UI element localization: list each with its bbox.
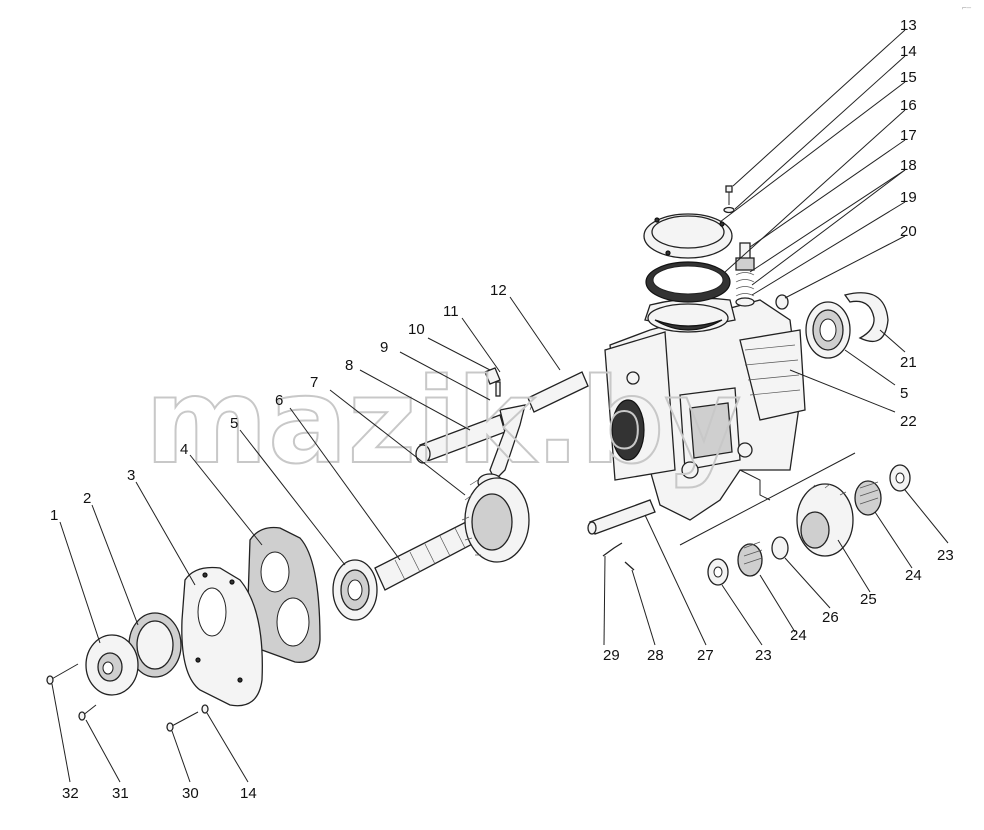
- callout-30: 30: [182, 785, 199, 802]
- side-gasket: [246, 526, 321, 663]
- callout-17: 17: [900, 127, 917, 144]
- callout-12: 12: [490, 282, 507, 299]
- plug: [775, 294, 789, 310]
- callout-32: 32: [62, 785, 79, 802]
- callout-14-bottom: 14: [240, 785, 257, 802]
- top-gasket: [645, 261, 731, 303]
- callout-26: 26: [822, 609, 839, 626]
- flange: [85, 634, 139, 696]
- callout-25: 25: [860, 591, 877, 608]
- callout-19: 19: [900, 189, 917, 206]
- callout-23-left: 23: [755, 647, 772, 664]
- callout-3: 3: [127, 467, 135, 484]
- callout-16: 16: [900, 97, 917, 114]
- callout-28: 28: [647, 647, 664, 664]
- leader-lines: [51, 29, 949, 783]
- corner-mark: ⌐‒: [962, 3, 972, 12]
- callout-5-right: 5: [900, 385, 908, 402]
- callout-1: 1: [50, 507, 58, 524]
- callout-15: 15: [900, 69, 917, 86]
- pin-and-lock: [484, 367, 501, 397]
- callout-18: 18: [900, 157, 917, 174]
- callout-8: 8: [345, 357, 353, 374]
- thrust-washer-left: [707, 558, 729, 586]
- needle-bearing-right: [854, 480, 882, 516]
- thrust-washer-right: [889, 464, 911, 492]
- callout-11: 11: [443, 303, 459, 320]
- callout-29: 29: [603, 647, 620, 664]
- needle-bearing-left: [737, 541, 763, 577]
- callout-7: 7: [310, 374, 318, 391]
- callout-5-left: 5: [230, 415, 238, 432]
- callout-24-right: 24: [905, 567, 922, 584]
- bolt-31: [78, 704, 97, 721]
- callout-31: 31: [112, 785, 129, 802]
- snap-ring: [843, 292, 889, 343]
- callout-9: 9: [380, 339, 388, 356]
- callout-10: 10: [408, 321, 425, 338]
- callout-27: 27: [697, 647, 714, 664]
- idler-axis-line: [679, 452, 856, 546]
- callout-labels: 13 14 15 16 17 18 19 20 21 5 22 12 11 10…: [50, 17, 954, 802]
- spur-gear: [461, 477, 530, 563]
- washer-14-bottom: [201, 704, 209, 714]
- callout-23-right: 23: [937, 547, 954, 564]
- side-cover: [181, 566, 263, 707]
- callout-6: 6: [275, 392, 283, 409]
- bolt-32: [46, 663, 79, 685]
- idler-gear: [796, 483, 854, 557]
- idler-key: [602, 542, 635, 571]
- callout-24-left: 24: [790, 627, 807, 644]
- callout-4: 4: [180, 441, 188, 458]
- bolt-30: [166, 711, 199, 732]
- splined-shaft: [374, 519, 481, 591]
- right-bearing: [805, 301, 851, 359]
- watermark: mazik.by: [145, 352, 741, 490]
- oil-seal: [128, 612, 182, 678]
- breather-valve: [735, 242, 755, 307]
- cover-bolt: [723, 185, 735, 214]
- idler-pin: [587, 499, 656, 535]
- callout-22: 22: [900, 413, 917, 430]
- spring: [527, 371, 589, 413]
- left-bearing: [332, 559, 378, 621]
- callout-14: 14: [900, 43, 917, 60]
- callout-2: 2: [83, 490, 91, 507]
- callout-21: 21: [900, 354, 917, 371]
- callout-20: 20: [900, 223, 917, 240]
- gearbox-housing: [604, 297, 806, 521]
- spacer-ring: [771, 536, 789, 560]
- callout-13: 13: [900, 17, 917, 34]
- top-cover: [643, 213, 733, 259]
